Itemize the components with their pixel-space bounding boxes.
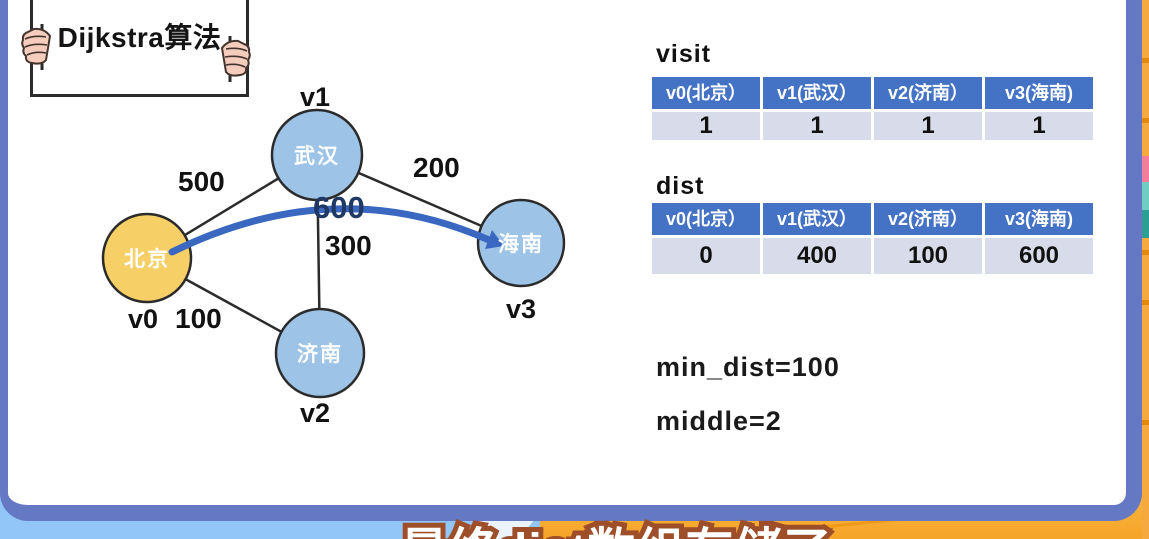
dist-table-label: dist <box>656 172 705 200</box>
dist-header-cell: v3(海南) <box>985 203 1093 235</box>
dist-value-cell: 600 <box>985 238 1093 274</box>
visit-table-label: visit <box>656 40 712 68</box>
subtitle-caption: 最终dist数组存储了 <box>395 511 836 539</box>
min-dist-text: min_dist=100 <box>656 352 840 382</box>
dist-value-cell: 0 <box>652 238 760 274</box>
visit-table: v0(北京） v1(武汉） v2(济南） v3(海南) 1 1 1 1 <box>652 77 1093 140</box>
teal-dark-decoration <box>1142 210 1149 238</box>
edge-weight-500: 500 <box>178 166 225 197</box>
dash-decoration <box>1142 58 1149 63</box>
dash-decoration <box>1142 300 1149 305</box>
visit-value-cell: 1 <box>874 112 982 140</box>
visit-header-cell: v1(武汉） <box>763 77 871 109</box>
dist-table: v0(北京） v1(武汉） v2(济南） v3(海南) 0 400 100 60… <box>652 203 1093 274</box>
edge-weight-200: 200 <box>413 152 460 183</box>
dist-value-cell: 400 <box>763 238 871 274</box>
edge-weight-600-highlight: 600 <box>313 190 365 225</box>
vertex-id-v1: v1 <box>300 82 331 112</box>
edge-weight-100: 100 <box>175 303 222 334</box>
node-name-v2: 济南 <box>297 343 343 366</box>
page-title: Dijkstra算法 <box>57 22 222 53</box>
node-name-v0: 北京 <box>124 248 170 271</box>
node-name-v1: 武汉 <box>294 145 340 168</box>
vertex-id-v2: v2 <box>300 398 331 428</box>
dist-header-cell: v2(济南） <box>874 203 982 235</box>
right-edge-decoration-strip <box>1142 0 1149 539</box>
visit-value-cell: 1 <box>985 112 1093 140</box>
visit-header-cell: v2(济南） <box>874 77 982 109</box>
middle-text: middle=2 <box>656 406 782 436</box>
dist-header-cell: v0(北京） <box>652 203 760 235</box>
visit-value-cell: 1 <box>652 112 760 140</box>
dist-value-cell: 100 <box>874 238 982 274</box>
visit-value-cell: 1 <box>763 112 871 140</box>
vertex-id-v0: v0 <box>128 304 159 334</box>
node-name-v3: 海南 <box>498 233 544 256</box>
teal-light-decoration <box>1142 182 1149 210</box>
dash-decoration <box>1142 420 1149 425</box>
hand-icon-right <box>220 36 251 82</box>
pink-decoration <box>1142 156 1149 182</box>
visit-header-cell: v0(北京） <box>652 77 760 109</box>
hand-icon-left <box>21 24 52 70</box>
title-board: Dijkstra算法 <box>30 0 249 97</box>
edge-weight-300: 300 <box>325 230 372 261</box>
dash-decoration <box>1142 250 1149 255</box>
dash-decoration <box>1142 118 1149 123</box>
vertex-id-v3: v3 <box>506 294 537 324</box>
dist-header-cell: v1(武汉） <box>763 203 871 235</box>
visit-header-cell: v3(海南) <box>985 77 1093 109</box>
